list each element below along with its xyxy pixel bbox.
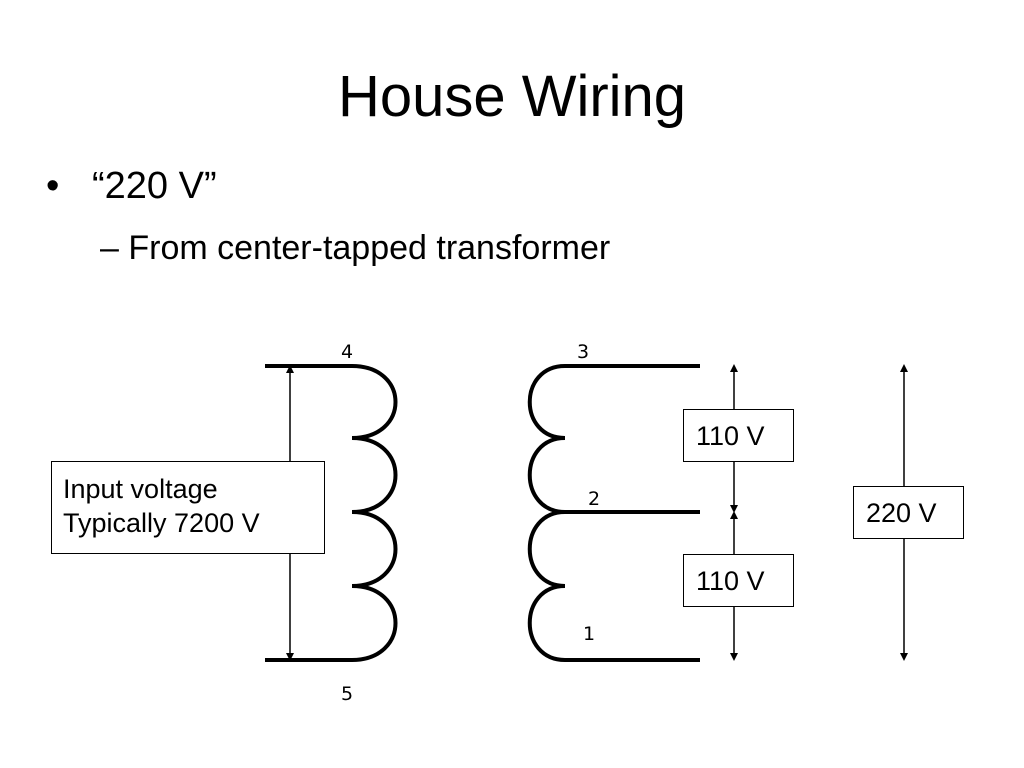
input-voltage-label: Input voltage bbox=[63, 474, 218, 504]
secondary-coil-lower bbox=[527, 510, 566, 662]
secondary-winding bbox=[527, 364, 700, 662]
total-voltage-box: 220 V bbox=[853, 486, 964, 539]
slide-title: House Wiring bbox=[337, 64, 687, 129]
primary-winding bbox=[265, 364, 398, 662]
bullet-text: “220 V” bbox=[92, 165, 217, 207]
terminal-label-2: 2 bbox=[588, 488, 600, 510]
terminal-label-4: 4 bbox=[341, 341, 353, 363]
bullet-item: • “220 V” bbox=[46, 162, 217, 210]
terminal-label-1: 1 bbox=[583, 623, 595, 645]
terminal-labels: 4 5 3 2 1 bbox=[341, 341, 600, 705]
upper-voltage-box: 110 V bbox=[683, 409, 794, 462]
terminal-label-3: 3 bbox=[577, 341, 589, 363]
lower-voltage-box: 110 V bbox=[683, 554, 794, 607]
terminal-label-5: 5 bbox=[341, 683, 353, 705]
primary-coil bbox=[351, 364, 398, 662]
secondary-coil-upper bbox=[527, 364, 566, 514]
bullet-dot: • bbox=[46, 165, 60, 207]
sub-bullet-text: – From center-tapped transformer bbox=[100, 229, 611, 267]
input-voltage-value: Typically 7200 V bbox=[63, 508, 260, 538]
input-voltage-box: Input voltage Typically 7200 V bbox=[51, 461, 325, 554]
